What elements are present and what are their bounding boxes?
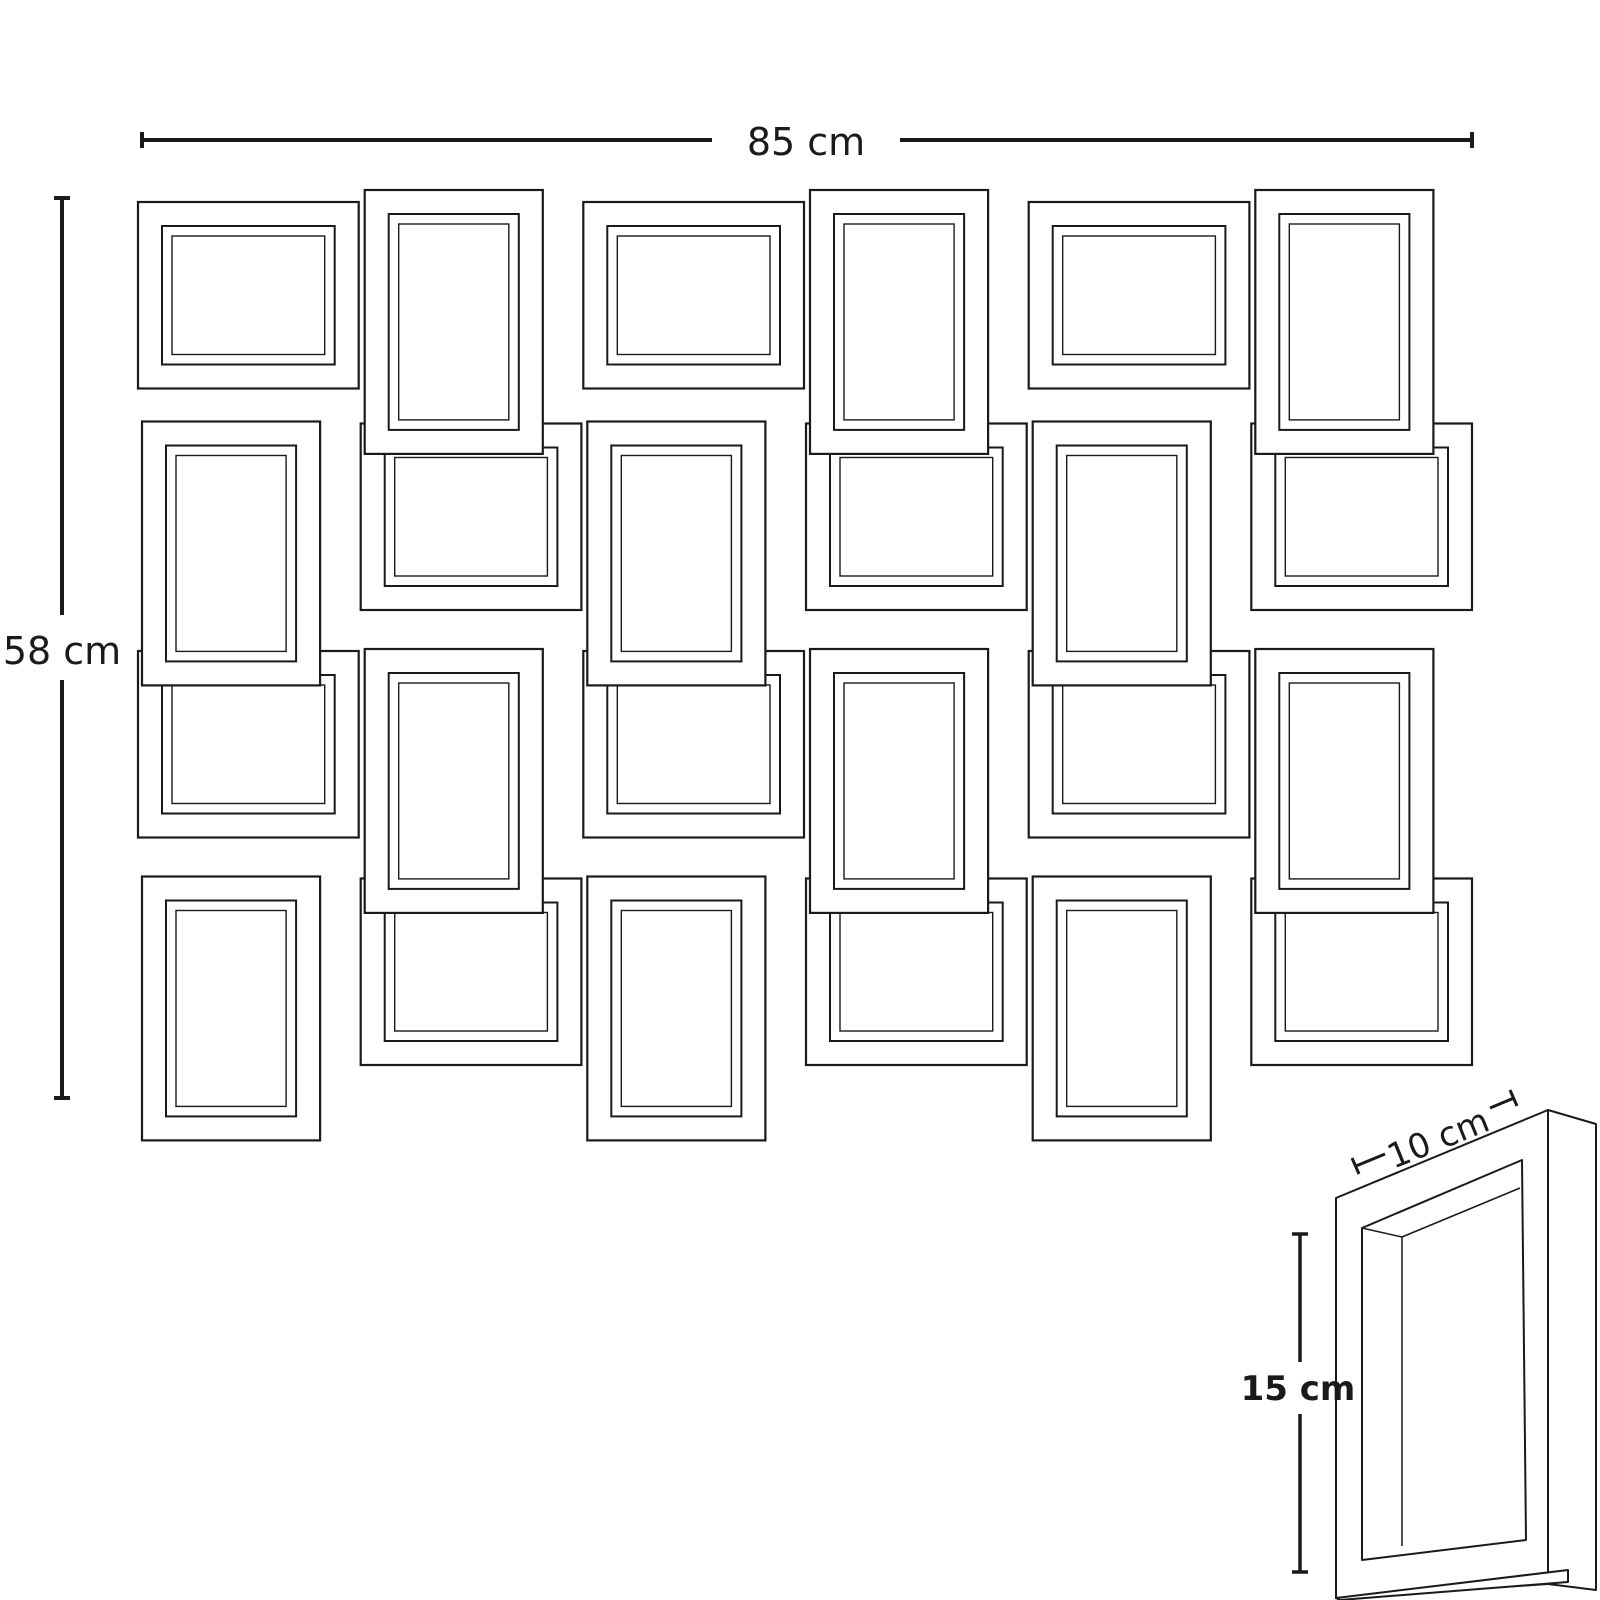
photo-opening: [1051, 674, 1227, 815]
width-dimension: 85 cm: [140, 120, 1474, 164]
picture-frame: [582, 200, 806, 390]
height-label: 58 cm: [3, 629, 121, 673]
opening-bevel: [620, 909, 733, 1108]
opening-bevel: [1288, 223, 1401, 421]
photo-opening: [1055, 899, 1188, 1118]
photo-opening: [161, 674, 336, 815]
photo-opening: [829, 901, 1004, 1042]
collage-frames: [136, 188, 1474, 1142]
width-label: 85 cm: [747, 120, 865, 164]
opening-bevel: [843, 682, 955, 880]
opening-bevel: [171, 235, 326, 356]
picture-frame: [586, 875, 767, 1142]
opening-bevel: [1061, 235, 1217, 356]
picture-frame: [586, 420, 767, 687]
picture-frame: [363, 647, 544, 914]
picture-frame: [1254, 647, 1435, 914]
opening-bevel: [843, 223, 955, 421]
picture-frame: [136, 200, 360, 390]
photo-opening: [606, 674, 781, 815]
photo-opening: [833, 672, 966, 890]
photo-opening: [387, 213, 520, 431]
photo-opening: [1278, 672, 1411, 890]
opening-bevel: [394, 456, 549, 577]
picture-frame: [140, 875, 322, 1142]
photo-opening: [610, 899, 743, 1118]
photo-opening: [606, 225, 781, 366]
single-frame-detail: 10 cm 15 cm: [1241, 1089, 1597, 1600]
photo-opening: [610, 444, 743, 663]
opening-bevel: [1288, 682, 1401, 880]
opening-bevel: [620, 454, 733, 653]
opening-bevel: [616, 235, 771, 356]
opening-bevel: [398, 223, 510, 421]
photo-opening: [387, 672, 520, 890]
picture-frame: [140, 420, 322, 687]
picture-frame: [363, 188, 544, 455]
opening-bevel: [839, 456, 994, 577]
opening-bevel: [1284, 456, 1439, 577]
opening-bevel: [175, 909, 287, 1108]
photo-opening: [1055, 444, 1188, 663]
picture-frame: [1027, 649, 1251, 839]
photo-opening: [383, 446, 559, 587]
photo-opening: [165, 444, 298, 663]
photo-opening: [161, 225, 336, 366]
picture-frame: [359, 877, 583, 1067]
frame-height-dimension: 15 cm: [1241, 1232, 1356, 1574]
photo-opening: [1278, 213, 1411, 431]
opening-bevel: [175, 454, 287, 653]
picture-frame: [1031, 875, 1212, 1142]
picture-frame: [1254, 188, 1435, 455]
photo-opening: [1274, 446, 1450, 587]
photo-opening: [1274, 901, 1450, 1042]
picture-frame: [1031, 420, 1212, 687]
picture-frame: [808, 188, 990, 455]
opening-bevel: [398, 682, 510, 880]
height-dimension: 58 cm: [3, 196, 121, 1100]
picture-frame: [1027, 200, 1251, 390]
photo-opening: [1051, 225, 1227, 366]
photo-opening: [829, 446, 1004, 587]
photo-opening: [383, 901, 559, 1042]
photo-opening: [165, 899, 298, 1118]
opening-bevel: [1065, 454, 1178, 653]
picture-frame: [808, 647, 990, 914]
frame-height-label: 15 cm: [1241, 1369, 1356, 1409]
opening-bevel: [1065, 909, 1178, 1108]
photo-opening: [833, 213, 966, 431]
